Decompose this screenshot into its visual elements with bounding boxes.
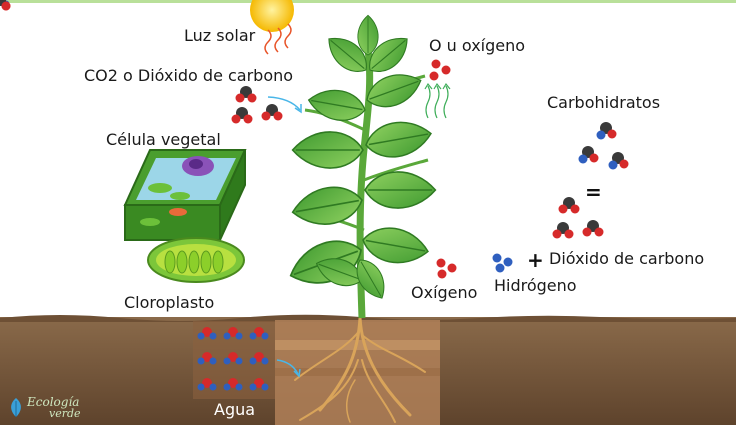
label-plant-cell: Célula vegetal	[106, 130, 221, 149]
water-molecules	[0, 0, 301, 399]
label-water: Agua	[214, 400, 256, 419]
sun-icon	[250, 0, 294, 55]
soil	[0, 314, 736, 425]
top-border	[0, 0, 736, 3]
label-co2: CO2 o Dióxido de carbono	[84, 66, 294, 85]
co2-molecules	[231, 86, 302, 124]
plus-sign: +	[527, 248, 544, 272]
roots	[294, 316, 426, 423]
label-hydrogen: Hidrógeno	[494, 276, 577, 295]
leaf-logo-icon	[11, 397, 21, 417]
oxygen-molecule	[436, 258, 457, 279]
carbohydrate-molecules	[578, 122, 629, 170]
ecologia-verde-logo: Ecología verde	[8, 396, 81, 419]
label-sunlight: Luz solar	[184, 26, 256, 45]
oxygen-molecule-top	[429, 59, 451, 81]
label-carbohydrates: Carbohidratos	[547, 93, 661, 112]
oxygen-release-arrows	[424, 82, 451, 119]
logo-text-verde: verde	[49, 407, 81, 420]
logo-text-ecologia: Ecología	[27, 395, 80, 409]
label-chloroplast: Cloroplasto	[124, 293, 215, 312]
hydrogen-molecule	[492, 253, 513, 273]
chloroplast-illustration	[147, 237, 245, 283]
label-oxygen-out: O u oxígeno	[429, 36, 526, 55]
label-oxygen: Oxígeno	[411, 283, 478, 302]
equals-sign: =	[585, 180, 602, 204]
plant	[283, 14, 437, 319]
plant-cell-illustration	[123, 149, 247, 241]
label-co2-short: Dióxido de carbono	[549, 249, 705, 268]
